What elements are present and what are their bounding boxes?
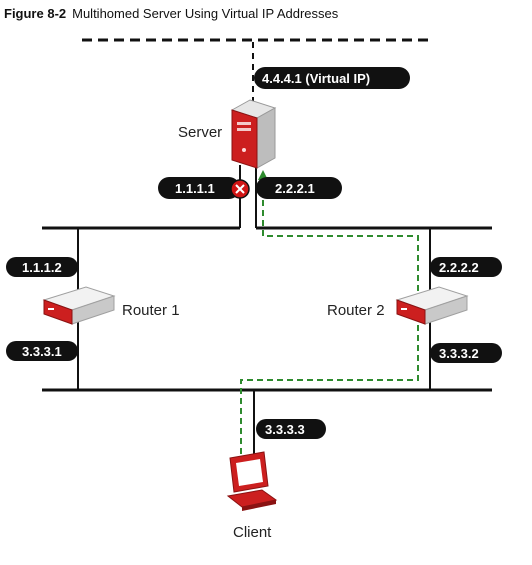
router1-top-pill: 1.1.1.2 [6, 257, 78, 277]
server-if1-pill: 1.1.1.1 [158, 177, 240, 199]
virtual-ip-pill: 4.4.4.1 (Virtual IP) [254, 67, 410, 89]
svg-text:1.1.1.2: 1.1.1.2 [22, 260, 62, 275]
svg-text:2.2.2.1: 2.2.2.1 [275, 181, 315, 196]
svg-text:3.3.3.3: 3.3.3.3 [265, 422, 305, 437]
svg-text:2.2.2.2: 2.2.2.2 [439, 260, 479, 275]
figure-number: Figure 8-2 [4, 6, 67, 21]
figure-title: Multihomed Server Using Virtual IP Addre… [72, 6, 339, 21]
router2-top-pill: 2.2.2.2 [430, 257, 502, 277]
server-label: Server [178, 124, 222, 141]
router1-icon [42, 286, 116, 325]
router2-icon [395, 286, 469, 325]
server-if2-pill: 2.2.2.1 [256, 177, 342, 199]
svg-text:4.4.4.1 (Virtual IP): 4.4.4.1 (Virtual IP) [262, 71, 370, 86]
router1-bottom-pill: 3.3.3.1 [6, 341, 78, 361]
figure-caption: Figure 8-2 Multihomed Server Using Virtua… [4, 6, 338, 21]
router2-label: Router 2 [327, 302, 385, 319]
svg-text:3.3.3.1: 3.3.3.1 [22, 344, 62, 359]
x-fail-icon [230, 179, 250, 199]
server-icon [230, 99, 277, 169]
client-ip-pill: 3.3.3.3 [256, 419, 326, 439]
svg-text:3.3.3.2: 3.3.3.2 [439, 346, 479, 361]
svg-text:1.1.1.1: 1.1.1.1 [175, 181, 215, 196]
router2-bottom-pill: 3.3.3.2 [430, 343, 502, 363]
router1-label: Router 1 [122, 302, 180, 319]
client-label: Client [233, 524, 272, 541]
client-icon [226, 451, 278, 511]
